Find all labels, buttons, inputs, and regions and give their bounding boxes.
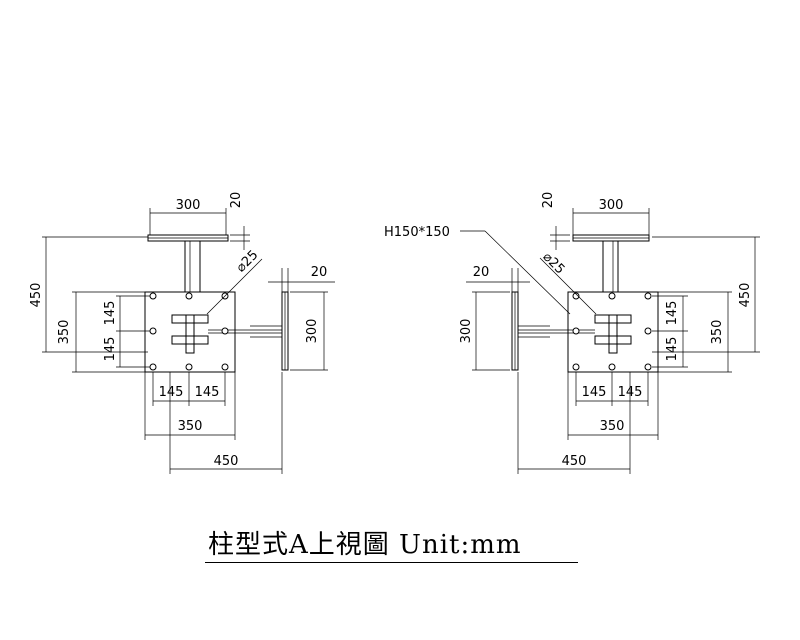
right-dim-top-width: 300	[599, 198, 624, 213]
left-dim-gauge-right: 145	[195, 385, 220, 400]
left-hole-label: ⌀25	[234, 248, 262, 276]
left-dim-gauge-left: 145	[159, 385, 184, 400]
section-label: H150*150	[384, 225, 450, 240]
left-h-flange-top	[171, 314, 209, 324]
right-bolt-hole	[572, 292, 580, 300]
left-dim-overall-w: 450	[214, 454, 239, 469]
left-bolt-hole	[149, 363, 157, 371]
right-bolt-hole	[644, 292, 652, 300]
right-dim-gauge-bot: 145	[665, 337, 680, 362]
left-dim-overall-h: 450	[29, 283, 44, 308]
right-bolt-hole	[572, 327, 580, 335]
right-dim-overall-w: 450	[562, 454, 587, 469]
left-bolt-hole	[149, 327, 157, 335]
right-dim-gauge-left: 145	[582, 385, 607, 400]
left-bolt-hole	[221, 327, 229, 335]
right-bolt-hole	[644, 327, 652, 335]
right-h-web	[608, 314, 618, 354]
right-h-flange-top	[594, 314, 632, 324]
right-view: 300 20 450 350 145 145 20 300	[384, 192, 760, 474]
right-dim-plate-w: 350	[600, 419, 625, 434]
right-h-flange-bot	[594, 335, 632, 345]
drawing-title: 柱型式A上視圖 Unit:mm	[208, 530, 522, 560]
left-view: 300 20 450 350 145 145 20 300	[29, 192, 335, 474]
right-dim-gauge-top: 145	[665, 301, 680, 326]
left-h-web	[185, 314, 195, 354]
left-bolt-hole	[149, 292, 157, 300]
right-dim-top-thick: 20	[541, 192, 556, 209]
right-base-plate	[567, 291, 659, 373]
left-bolt-hole	[185, 292, 193, 300]
right-bolt-hole	[608, 363, 616, 371]
left-dim-top-width: 300	[176, 198, 201, 213]
title-underline	[205, 562, 578, 563]
left-bolt-hole	[221, 363, 229, 371]
right-bolt-hole	[644, 363, 652, 371]
left-dim-top-thick: 20	[229, 192, 244, 209]
left-dim-plate-h: 350	[57, 320, 72, 345]
left-dim-side-h: 300	[305, 319, 320, 344]
left-dim-side-thick: 20	[311, 265, 328, 280]
right-dim-side-thick: 20	[473, 265, 490, 280]
left-base-plate	[144, 291, 236, 373]
left-dim-gauge-top: 145	[103, 301, 118, 326]
right-bolt-hole	[608, 292, 616, 300]
left-dim-gauge-bot: 145	[103, 337, 118, 362]
right-bolt-hole	[572, 363, 580, 371]
left-h-flange-bot	[171, 335, 209, 345]
right-dim-overall-h: 450	[738, 283, 753, 308]
right-dim-plate-h: 350	[710, 320, 725, 345]
right-hole-label: ⌀25	[540, 250, 568, 278]
left-dim-plate-w: 350	[178, 419, 203, 434]
left-bolt-hole	[185, 363, 193, 371]
right-dim-side-h: 300	[459, 319, 474, 344]
